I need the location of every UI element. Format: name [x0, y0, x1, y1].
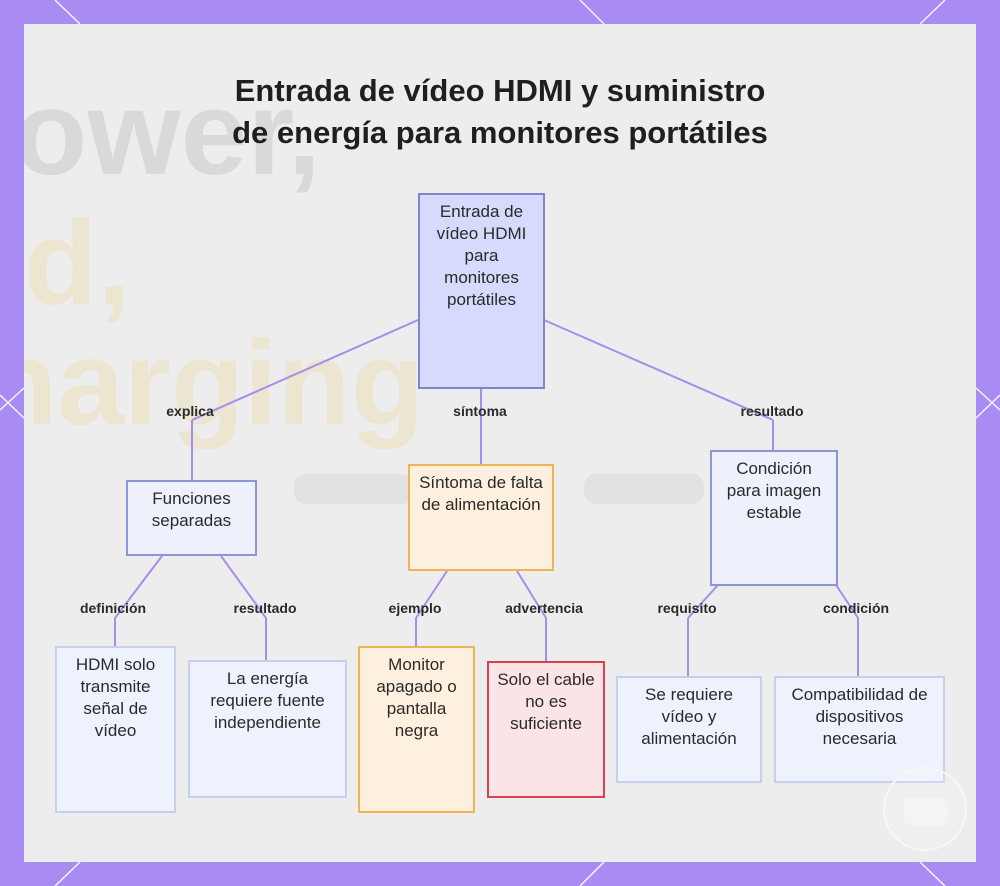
edge-label-condicion: condición	[822, 600, 890, 616]
node-funciones-separadas: Funciones separadas	[126, 480, 257, 556]
node-hdmi-solo-video: HDMI solo transmite señal de vídeo	[55, 646, 176, 813]
edge-label-advertencia: advertencia	[505, 600, 583, 616]
title-line-1: Entrada de vídeo HDMI y suministro	[234, 73, 766, 108]
node-sintoma-falta-alimentacion-text: Síntoma de falta de alimentación	[419, 473, 543, 514]
edge-label-resultado: resultado	[740, 403, 804, 419]
node-funciones-separadas-text: Funciones separadas	[151, 489, 232, 530]
node-energia-fuente-independiente-text: La energía requiere fuente independiente	[210, 669, 325, 732]
edge-label-sintoma: síntoma	[453, 403, 507, 419]
background-ghost-text: harging	[24, 316, 424, 450]
background-ghost-shape	[584, 474, 704, 504]
background-ghost-text: d,	[24, 196, 131, 330]
node-compatibilidad-dispositivos: Compatibilidad de dispositivos necesaria	[774, 676, 945, 783]
node-root: Entrada de vídeo HDMI para monitores por…	[418, 193, 545, 389]
node-compatibilidad-dispositivos-text: Compatibilidad de dispositivos necesaria	[791, 685, 928, 748]
node-video-y-alimentacion: Se requiere vídeo y alimentación	[616, 676, 762, 783]
edge-funciones-hdmi	[114, 555, 163, 619]
node-monitor-apagado-text: Monitor apagado o pantalla negra	[376, 655, 457, 740]
edge-label-explica: explica	[166, 403, 214, 419]
node-cable-no-suficiente: Solo el cable no es suficiente	[487, 661, 605, 798]
chat-button[interactable]	[883, 767, 967, 851]
node-hdmi-solo-video-text: HDMI solo transmite señal de vídeo	[75, 655, 156, 740]
edge-root-condicion	[543, 319, 774, 421]
edge-condicion-requiere	[687, 584, 719, 619]
title-line-2: de energía para monitores portátiles	[232, 115, 768, 150]
edge-label-definicion: definición	[79, 600, 147, 616]
node-cable-no-suficiente-text: Solo el cable no es suficiente	[497, 670, 595, 733]
edge-label-requisito: requisito	[657, 600, 717, 616]
edge-label-resultado: resultado	[233, 600, 297, 616]
edge-condicion-compat	[835, 584, 859, 619]
edge-funciones-energia	[220, 555, 267, 619]
chat-bubble-icon	[904, 797, 948, 825]
node-video-y-alimentacion-text: Se requiere vídeo y alimentación	[641, 685, 737, 748]
node-energia-fuente-independiente: La energía requiere fuente independiente	[188, 660, 347, 798]
node-monitor-apagado: Monitor apagado o pantalla negra	[358, 646, 475, 813]
diagram-title: Entrada de vídeo HDMI y suministro de en…	[0, 70, 1000, 154]
edge-label-ejemplo: ejemplo	[388, 600, 442, 616]
edge-root-funciones	[191, 319, 419, 421]
node-sintoma-falta-alimentacion: Síntoma de falta de alimentación	[408, 464, 554, 571]
edge-sintoma-cable	[516, 570, 547, 619]
node-condicion-imagen-estable-text: Condición para imagen estable	[726, 459, 822, 522]
background-ghost-text: ower,	[24, 66, 321, 200]
node-root-text: Entrada de vídeo HDMI para monitores por…	[436, 202, 527, 309]
node-condicion-imagen-estable: Condición para imagen estable	[710, 450, 838, 586]
background-ghost-shape	[294, 474, 414, 504]
edge-sintoma-monitor	[415, 570, 448, 619]
